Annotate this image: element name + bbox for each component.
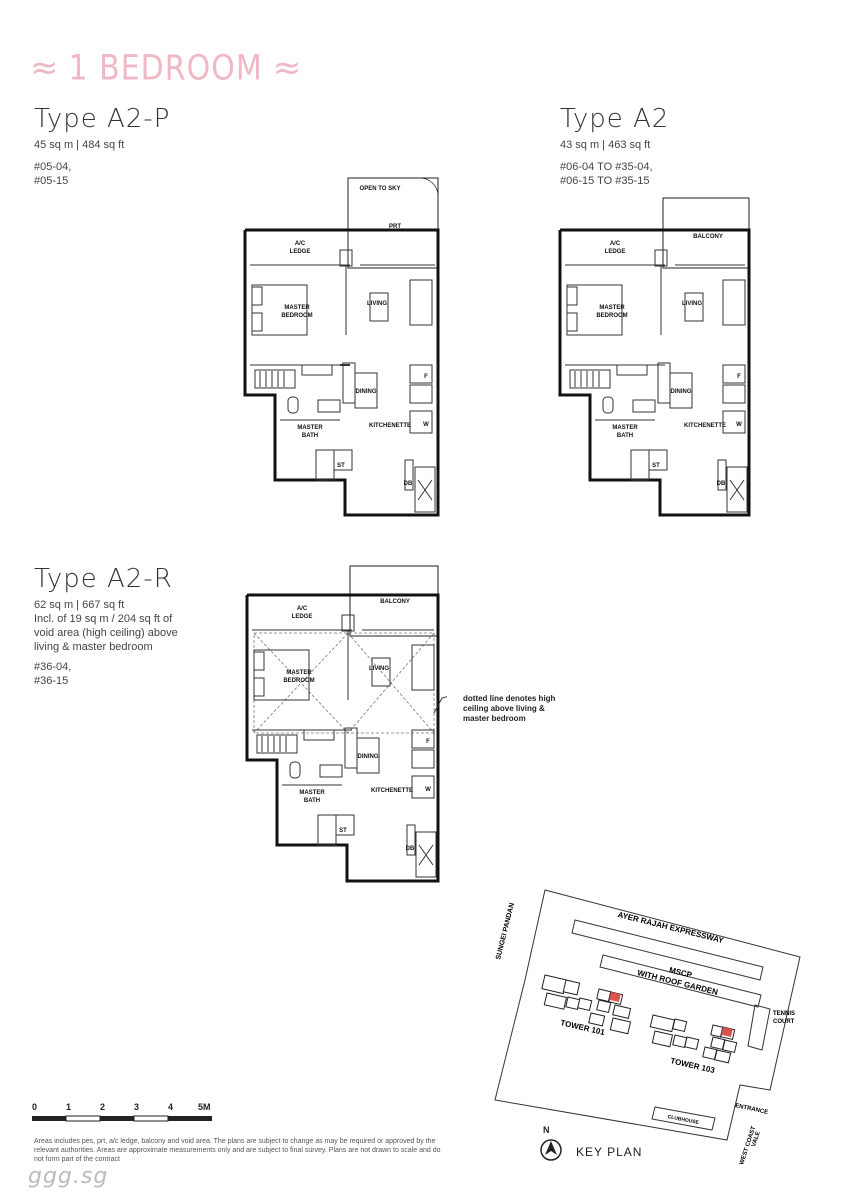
label-master-bedroom: BEDROOM [283, 678, 314, 684]
unit-number: #06-15 TO #35-15 [560, 175, 650, 187]
label-tower-103: TOWER 103 [670, 1056, 717, 1075]
label-sungei: SUNGEI PANDAN [495, 902, 516, 960]
label-w: W [423, 422, 429, 428]
unit-number: #05-15 [34, 175, 69, 187]
tennis-court [747, 1004, 771, 1051]
prt-outline [347, 177, 439, 269]
north-label: N [543, 1125, 550, 1135]
label-master-bath: MASTER [612, 425, 638, 431]
label-ac: A/C [297, 606, 308, 612]
label-kitchenette: KITCHENETTE [369, 423, 411, 429]
balcony-outline [662, 197, 750, 269]
disclaimer: Areas includes pes, prt, a/c ledge, balc… [34, 1138, 441, 1163]
label-dining: DINING [358, 754, 379, 760]
label-master-bedroom: MASTER [599, 305, 625, 311]
label-f: F [737, 374, 741, 380]
label-master-bedroom: BEDROOM [596, 313, 627, 319]
highlight-unit-103 [721, 1027, 733, 1038]
unit-area-note: Incl. of 19 sq m / 204 sq ft of [34, 613, 173, 625]
label-ledge: LEDGE [605, 249, 626, 255]
key-plan: AYER RAJAH EXPRESSWAY SUNGEI PANDAN MSCP… [494, 889, 801, 1166]
label-balcony: BALCONY [693, 234, 723, 240]
label-kitchenette: KITCHENETTE [684, 423, 726, 429]
unit-area-note: void area (high ceiling) above [34, 627, 178, 639]
label-f: F [424, 374, 428, 380]
label-master-bedroom: MASTER [284, 305, 310, 311]
expressway-strip [571, 919, 764, 981]
label-w: W [736, 422, 742, 428]
label-vale: VALE [751, 1131, 762, 1148]
label-w: W [425, 787, 431, 793]
unit-title: Type A2-R [34, 564, 173, 594]
label-master-bath: MASTER [297, 425, 323, 431]
label-prt: PRT [389, 224, 401, 230]
unit-area-note: living & master bedroom [34, 641, 153, 653]
unit-info-a2: Type A2 43 sq m | 463 sq ft #06-04 TO #3… [560, 104, 669, 188]
highlight-unit-101 [609, 992, 621, 1003]
unit-info-a2r: Type A2-R 62 sq m | 667 sq ft Incl. of 1… [34, 564, 178, 688]
label-kitchenette: KITCHENETTE [371, 788, 413, 794]
floor-plan-a2r: BALCONY A/C LEDGE MASTER BEDROOM LIVING … [245, 565, 447, 883]
label-tennis: TENNIS [773, 1011, 795, 1017]
label-master-bath: BATH [617, 433, 633, 439]
north-arrow-icon [540, 1139, 562, 1161]
wave-right-icon: ≈ [272, 48, 302, 88]
dotted-line-note: dotted line denotes high ceiling above l… [463, 694, 556, 723]
label-db: DB [717, 481, 726, 487]
label-ledge: LEDGE [292, 614, 313, 620]
label-living: LIVING [367, 301, 387, 307]
label-open-to-sky: OPEN TO SKY [360, 186, 401, 192]
label-st: ST [337, 463, 345, 469]
north-key-group: N KEY PLAN [540, 1125, 670, 1170]
wave-left-icon: ≈ [30, 48, 59, 88]
label-master-bath: BATH [302, 433, 318, 439]
section-header: ≈ 1 BEDROOM ≈ [30, 48, 301, 88]
label-ac: A/C [295, 241, 306, 247]
label-master-bedroom: MASTER [286, 670, 312, 676]
unit-number: #05-04, [34, 161, 72, 173]
label-db: DB [404, 481, 413, 487]
label-balcony: BALCONY [380, 599, 410, 605]
site-boundary [494, 889, 801, 1141]
clubhouse-block [651, 1106, 716, 1131]
unit-info-a2p: Type A2-P 45 sq m | 484 sq ft #05-04, #0… [34, 104, 170, 188]
label-dining: DINING [671, 389, 692, 395]
label-st: ST [339, 828, 347, 834]
unit-number: #36-04, [34, 661, 72, 673]
floor-plan-a2p: OPEN TO SKY PRT A/C LEDGE MASTER BEDROOM… [243, 177, 440, 517]
floor-plan-a2: BALCONY A/C LEDGE MASTER BEDROOM LIVING … [558, 197, 751, 517]
label-ledge: LEDGE [290, 249, 311, 255]
label-court: COURT [773, 1019, 795, 1025]
label-db: DB [406, 846, 415, 852]
label-dining: DINING [356, 389, 377, 395]
label-expressway: AYER RAJAH EXPRESSWAY [617, 910, 725, 945]
label-living: LIVING [369, 666, 389, 672]
unit-area: 43 sq m | 463 sq ft [560, 139, 651, 151]
unit-number: #06-04 TO #35-04, [560, 161, 653, 173]
label-ac: A/C [610, 241, 621, 247]
unit-area: 45 sq m | 484 sq ft [34, 139, 125, 151]
unit-title: Type A2 [560, 104, 670, 134]
mscp-block [599, 954, 762, 1008]
label-living: LIVING [682, 301, 702, 307]
watermark: ggg.sg [28, 1164, 109, 1189]
label-master-bath: BATH [304, 798, 320, 804]
label-master-bedroom: BEDROOM [281, 313, 312, 319]
label-master-bath: MASTER [299, 790, 325, 796]
scale-bar-graphic [32, 1115, 212, 1122]
label-st: ST [652, 463, 660, 469]
unit-number: #36-15 [34, 675, 69, 687]
label-entrance: ENTRANCE [735, 1103, 769, 1116]
label-f: F [426, 739, 430, 745]
key-plan-label: KEY PLAN [576, 1145, 643, 1159]
scale-bar: 0 1 2 3 4 5M [30, 1102, 220, 1128]
section-title: 1 BEDROOM [68, 47, 263, 89]
unit-area: 62 sq m | 667 sq ft [34, 599, 125, 611]
unit-title: Type A2-P [34, 104, 171, 134]
